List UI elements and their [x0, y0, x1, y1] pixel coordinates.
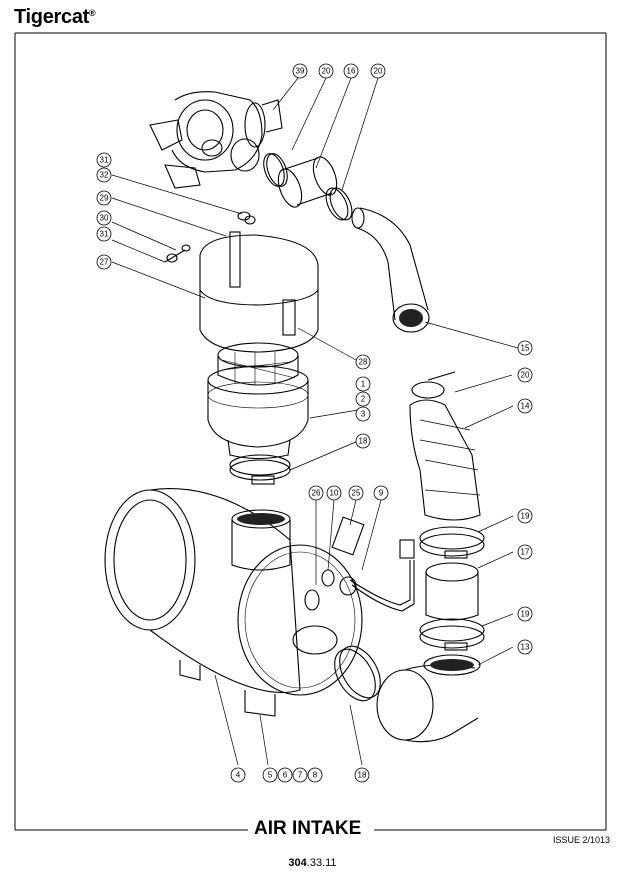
issue-label: ISSUE 2/1013	[553, 835, 611, 845]
callout-1-circle	[355, 376, 371, 392]
callout-30: 30	[100, 214, 109, 223]
callout-25-circle	[348, 485, 364, 501]
callout-26: 26	[312, 489, 321, 498]
callout-6-circle	[277, 767, 293, 783]
callout-4: 4	[236, 771, 241, 780]
callout-15-circle	[517, 340, 533, 356]
callout-9-circle	[373, 485, 389, 501]
page-number-bold: 304	[288, 857, 307, 869]
callout-18a-circle	[355, 433, 371, 449]
callout-31b-circle	[96, 226, 112, 242]
callout-2: 2	[361, 395, 366, 404]
callout-20b-circle	[370, 63, 386, 79]
callout-4-circle	[230, 767, 246, 783]
precleaner-cap-drawing	[207, 365, 309, 460]
callout-17: 17	[521, 548, 530, 557]
restriction-sensor-drawing	[304, 516, 415, 612]
callout-20a: 20	[322, 67, 331, 76]
bolt-drawing	[164, 244, 191, 263]
callout-7: 7	[298, 771, 303, 780]
callout-10: 10	[330, 489, 339, 498]
callout-20a-circle	[318, 63, 334, 79]
callout-27: 27	[100, 258, 109, 267]
callout-14: 14	[521, 402, 530, 411]
callout-39: 39	[296, 67, 305, 76]
callout-29: 29	[100, 194, 109, 203]
callout-13-circle	[517, 639, 533, 655]
callout-39-circle	[292, 63, 308, 79]
callout-5-circle	[262, 767, 278, 783]
callout-5: 5	[268, 771, 273, 780]
callout-19a-circle	[517, 508, 533, 524]
callout-18b-circle	[354, 767, 370, 783]
callout-6: 6	[283, 771, 288, 780]
turbocharger-drawing	[149, 91, 283, 189]
intake-pipe-drawing	[351, 207, 430, 333]
callout-13: 13	[521, 643, 530, 652]
nut-drawing	[237, 211, 256, 225]
callout-16: 16	[347, 67, 356, 76]
callout-28: 28	[359, 358, 368, 367]
callout-7-circle	[292, 767, 308, 783]
hose-clamp-upper-drawing	[263, 153, 288, 187]
page-title: AIR INTAKE	[248, 818, 368, 840]
tube-drawing	[425, 562, 479, 621]
page-number-rest: .33.11	[306, 857, 337, 869]
callout-18b: 18	[358, 771, 367, 780]
callout-32-circle	[96, 167, 112, 183]
sleeve-drawing	[277, 156, 338, 208]
callout-16-circle	[343, 63, 359, 79]
callout-20c: 20	[521, 371, 530, 380]
callout-31a-circle	[96, 152, 112, 168]
callout-3: 3	[361, 410, 366, 419]
mounting-band-drawing	[199, 231, 319, 353]
registered-mark: ®	[89, 8, 96, 18]
callout-31b: 31	[100, 230, 109, 239]
callout-8: 8	[313, 771, 318, 780]
callout-17-circle	[517, 544, 533, 560]
callout-30-circle	[96, 210, 112, 226]
callout-25: 25	[352, 489, 361, 498]
callout-18a: 18	[359, 437, 368, 446]
callout-31a: 31	[100, 156, 109, 165]
callout-20b: 20	[374, 67, 383, 76]
callout-2-circle	[355, 391, 371, 407]
hose-clamp-19-upper-drawing	[419, 526, 485, 559]
callout-29-circle	[96, 190, 112, 206]
callout-8-circle	[307, 767, 323, 783]
callout-15: 15	[521, 344, 530, 353]
hose-clamp-19-lower-drawing	[419, 618, 485, 651]
callout-10-circle	[326, 485, 342, 501]
callout-1: 1	[361, 380, 366, 389]
brand-logo: Tigercat®	[14, 6, 96, 29]
callout-28-circle	[355, 354, 371, 370]
page-number: 304.33.11	[0, 857, 625, 869]
air-cleaner-housing-drawing	[104, 488, 363, 717]
hose-clamp-mid-drawing	[325, 187, 353, 221]
callout-20c-circle	[517, 367, 533, 383]
callout-19b: 19	[521, 610, 530, 619]
callout-9: 9	[379, 489, 384, 498]
callout-3-circle	[355, 406, 371, 422]
elbow-drawing	[376, 654, 481, 743]
hose-clamp-18-lower-drawing	[334, 645, 381, 702]
callout-14-circle	[517, 398, 533, 414]
callout-26-circle	[308, 485, 324, 501]
callout-19b-circle	[517, 606, 533, 622]
leader-lines	[111, 77, 519, 766]
flex-hose-drawing	[409, 371, 481, 521]
callout-27-circle	[96, 254, 112, 270]
callout-32: 32	[100, 171, 109, 180]
hose-clamp-18-upper-drawing	[229, 454, 291, 485]
brand-name: Tigercat	[14, 6, 90, 28]
callout-19a: 19	[521, 512, 530, 521]
